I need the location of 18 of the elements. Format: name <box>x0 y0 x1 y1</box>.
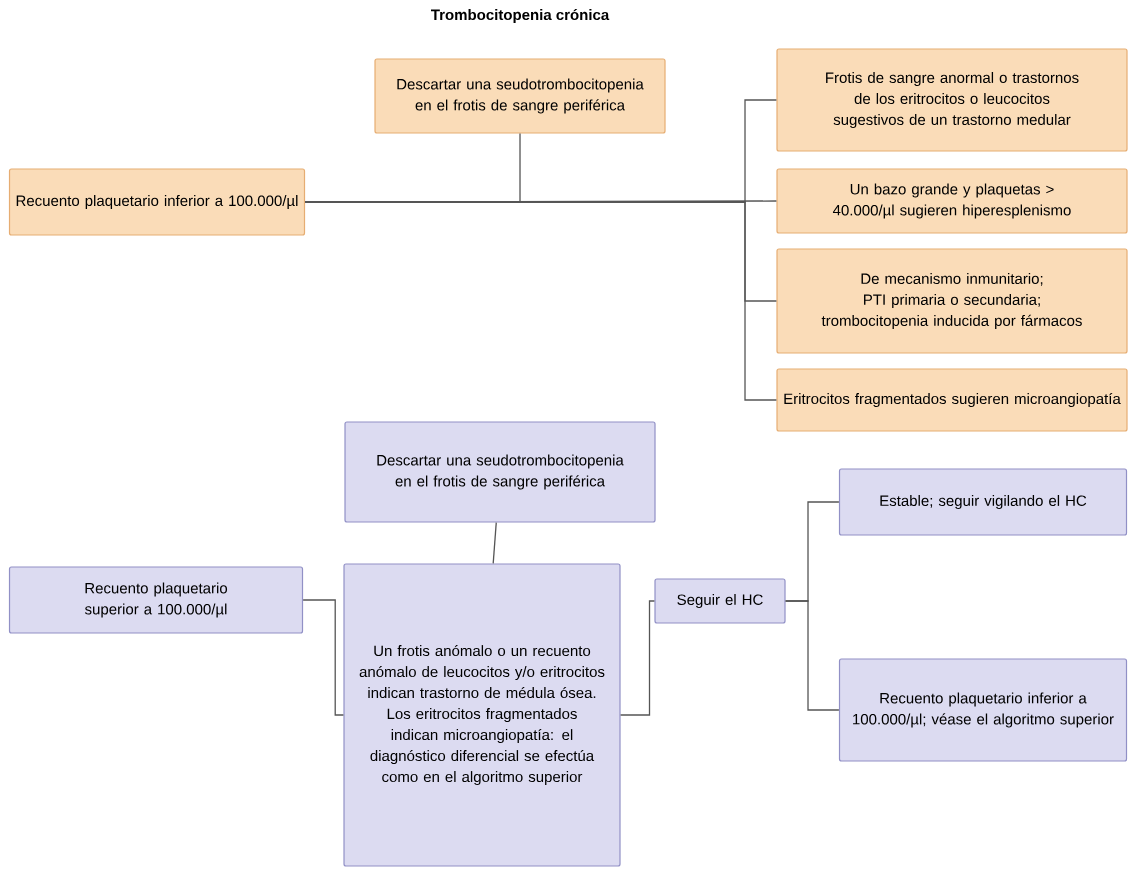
flow-box: Descartar una seudotrombocitopenia en el frotis de sangre periférica <box>374 58 666 134</box>
flow-box: Recuento plaquetario superior a 100.000/µl <box>8 566 304 634</box>
flow-box: Estable; seguir vigilando el HC <box>838 468 1128 536</box>
flow-box: De mecanismo inmunitario; PTI primaria o secundaria; trombocitopenia inducida por fármacos <box>776 248 1128 354</box>
flow-box: Descartar una seudotrombocitopenia en el frotis de sangre periférica <box>344 421 656 523</box>
flow-box: Un frotis anómalo o un recuento anómalo de leucocitos y/o eritrocitos indican trastorno de médula ósea. Los eritrocitos fragmentados indican microangiopatía: el diagnóstico diferencial se efectúa como en el algoritmo superior <box>343 563 621 867</box>
flow-box: Recuento plaquetario inferior a 100.000/µl; véase el algoritmo superior <box>838 658 1128 762</box>
flow-box: Eritrocitos fragmentados sugieren microangiopatía <box>776 368 1128 432</box>
connector-line <box>304 201 778 401</box>
title: Trombocitopenia crónica <box>431 8 610 24</box>
flow-box: Seguir el HC <box>654 578 786 624</box>
flow-box: Un bazo grande y plaquetas > 40.000/µl sugieren hiperesplenismo <box>776 168 1128 234</box>
connector-line <box>302 599 345 716</box>
connector-line <box>492 521 497 565</box>
flow-box: Frotis de sangre anormal o trastornos de los eritrocitos o leucocitos sugestivos de un trastorno medular <box>776 48 1128 152</box>
connector-line <box>619 600 656 716</box>
flow-box: Recuento plaquetario inferior a 100.000/µl <box>8 168 306 236</box>
connector-line <box>784 600 840 711</box>
